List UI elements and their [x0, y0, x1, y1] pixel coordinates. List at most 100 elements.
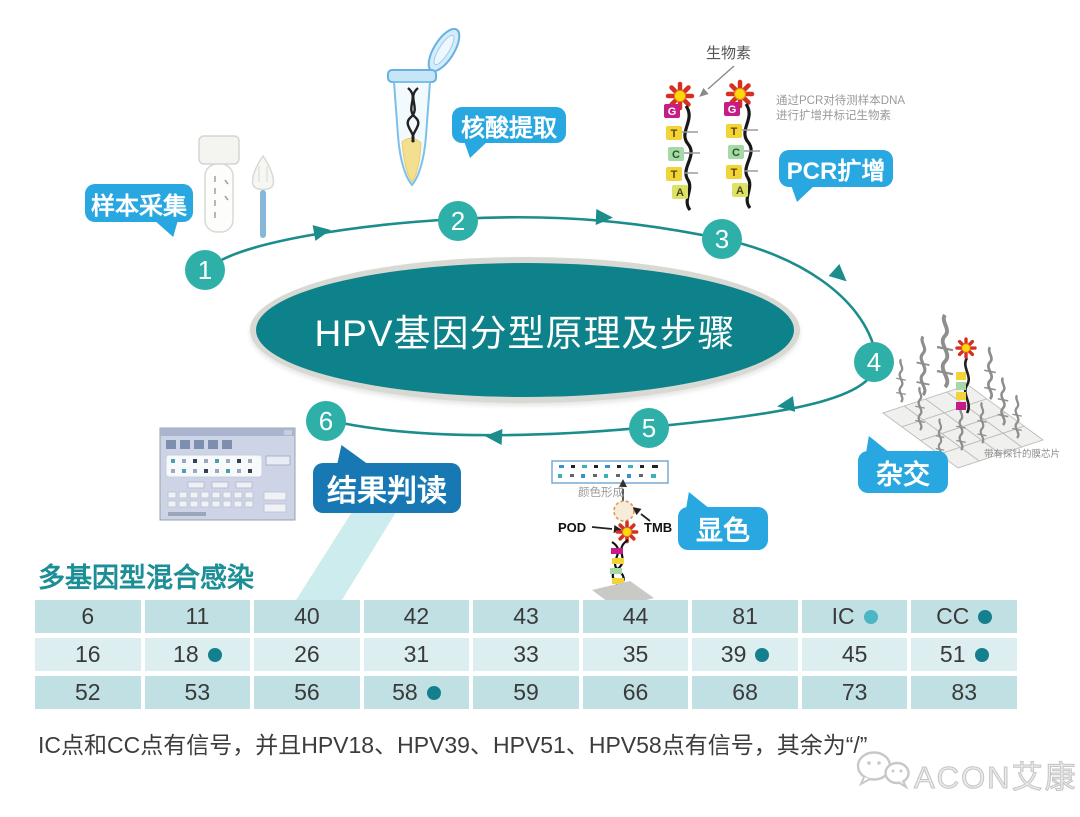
step-number: 6: [318, 405, 334, 436]
svg-text:C: C: [672, 149, 680, 161]
table-cell: 52: [35, 676, 141, 709]
step-circle-2: 2: [438, 201, 478, 241]
table-cell: 45: [801, 638, 908, 671]
table-cell: 35: [582, 638, 689, 671]
software-window-illustration: [159, 427, 296, 521]
step-circle-3: 3: [702, 219, 742, 259]
table-cell: 83: [911, 676, 1017, 709]
table-cell: 73: [801, 676, 908, 709]
result-note: IC点和CC点有信号，并且HPV18、HPV39、HPV51、HPV58点有信号…: [38, 732, 868, 758]
svg-text:C: C: [732, 147, 740, 159]
strip-marks: [558, 465, 658, 478]
step-circle-6: 6: [306, 401, 346, 441]
table-cell: 42: [363, 600, 470, 633]
pcr-strand-bases: G T C T A: [724, 102, 760, 197]
pcr-note-line2: 进行扩增并标记生物素: [776, 108, 891, 122]
genotype-label: 53: [184, 679, 211, 705]
pcr-note-line1: 通过PCR对待测样本DNA: [776, 93, 905, 107]
step-number: 5: [641, 412, 657, 443]
table-cell: 18: [144, 638, 251, 671]
hybridization-chip-illustration: [881, 313, 1045, 469]
genotype-label: 81: [732, 603, 758, 629]
toolbar-icons: [166, 440, 232, 449]
bubble-label: 结果判读: [327, 475, 447, 508]
step-circle-4: 4: [854, 342, 894, 382]
table-cell: 26: [254, 638, 360, 671]
genotype-label: 68: [732, 679, 758, 705]
table-cell: 39: [692, 638, 798, 671]
genotype-label: 56: [294, 679, 320, 705]
step-number: 3: [714, 223, 730, 254]
step-circle-5: 5: [629, 408, 669, 448]
table-cell: 11: [144, 600, 251, 633]
genotype-label: 83: [951, 679, 978, 705]
pcr-strand-illustration: G T C T A: [724, 82, 760, 209]
table-cell: 31: [363, 638, 470, 671]
vial-label-marks: [214, 176, 229, 218]
signal-dot: [978, 609, 993, 624]
step-number: 4: [866, 346, 882, 377]
genotype-label: 26: [294, 641, 320, 667]
watermark-logo: ACON艾康: [856, 751, 1078, 796]
bubble-nucleic-acid-extraction: 核酸提取: [452, 107, 566, 158]
bubble-label: 样本采集: [91, 192, 187, 220]
genotype-label: CC: [936, 603, 970, 629]
result-grid: [167, 491, 287, 513]
bubble-pcr-amplification: PCR扩增: [779, 150, 893, 202]
tube-dna-helix: [406, 87, 420, 143]
table-heading: 多基因型混合感染: [38, 563, 254, 593]
genotype-label: 66: [622, 679, 649, 705]
genotype-label: 52: [74, 679, 101, 705]
wechat-icon: [856, 751, 910, 790]
table-cell: 58: [363, 676, 470, 709]
bubble-label: 显色: [696, 516, 750, 546]
signal-dot: [755, 647, 770, 662]
svg-text:T: T: [671, 128, 678, 140]
table-cell: 51: [911, 638, 1017, 671]
signal-dot: [426, 685, 441, 700]
table-cell: 56: [254, 676, 360, 709]
swab-illustration: [251, 154, 275, 238]
signal-dot: [207, 647, 222, 662]
pcr-strand-illustration: G T C T A: [664, 84, 700, 211]
bubble-sample-collection: 样本采集: [85, 184, 193, 237]
chip-hybridized-strand: [955, 337, 977, 414]
genotype-label: 11: [185, 603, 210, 629]
genotype-label: IC: [831, 603, 855, 629]
bubble-colour-development: 显色: [678, 492, 768, 550]
genotype-label: 40: [294, 603, 320, 629]
cycle-arrowheads: [312, 209, 847, 445]
table-cell: 33: [473, 638, 579, 671]
step-circle-1: 1: [185, 250, 225, 290]
genotype-label: 44: [622, 603, 649, 629]
bubble-label: PCR扩增: [786, 158, 886, 185]
table-cell: IC: [801, 600, 908, 633]
cycle-arc: [217, 215, 878, 437]
well-strip-marks: [171, 459, 252, 473]
table-cell: 16: [35, 638, 141, 671]
signal-dot: [974, 647, 989, 662]
genotype-label: 73: [841, 679, 868, 705]
bubble-hybridization: 杂交: [858, 436, 948, 493]
genotype-label: 45: [841, 641, 868, 667]
watermark-text: ACON艾康: [914, 760, 1078, 795]
bubble-label: 核酸提取: [461, 114, 557, 142]
table-cell: CC: [911, 600, 1017, 633]
biotin-pointer-arrow: [699, 87, 709, 97]
wechat-icon-eyes: [867, 761, 903, 773]
signal-dot: [863, 609, 878, 624]
genotype-label: 51: [939, 641, 966, 667]
biotin-label: 生物素: [706, 45, 751, 62]
genotype-label: 42: [403, 603, 430, 629]
bubble-label: 杂交: [876, 459, 930, 490]
step-number: 2: [450, 205, 466, 236]
color-formation-label: 颜色形成: [578, 485, 624, 499]
bubble-result-interpretation: 结果判读: [313, 445, 461, 513]
genotype-label: 16: [74, 641, 101, 667]
table-cell: 66: [582, 676, 689, 709]
table-cell: 68: [692, 676, 798, 709]
